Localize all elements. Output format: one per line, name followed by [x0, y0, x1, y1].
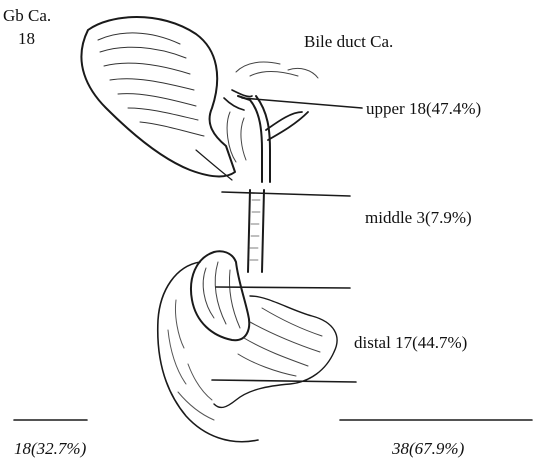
hepatic-ducts-drawing	[224, 62, 318, 182]
segment-label-distal: distal 17(44.7%)	[354, 333, 467, 353]
gallbladder-total-label: 18(32.7%)	[14, 439, 86, 459]
common-bile-duct-drawing	[248, 190, 264, 272]
segment-label-upper: upper 18(47.4%)	[366, 99, 481, 119]
segment-label-middle: middle 3(7.9%)	[365, 208, 472, 228]
gallbladder-cancer-count: 18	[18, 29, 35, 49]
distal-upper-pointer-line	[216, 287, 350, 288]
bile-duct-cancer-title: Bile duct Ca.	[304, 32, 393, 52]
middle-pointer-line	[222, 192, 350, 196]
gallbladder-drawing	[81, 17, 235, 180]
pancreas-duodenum-drawing	[158, 251, 337, 441]
bile-duct-total-label: 38(67.9%)	[392, 439, 464, 459]
distal-lower-pointer-line	[212, 380, 356, 382]
gallbladder-cancer-title: Gb Ca.	[3, 6, 51, 26]
